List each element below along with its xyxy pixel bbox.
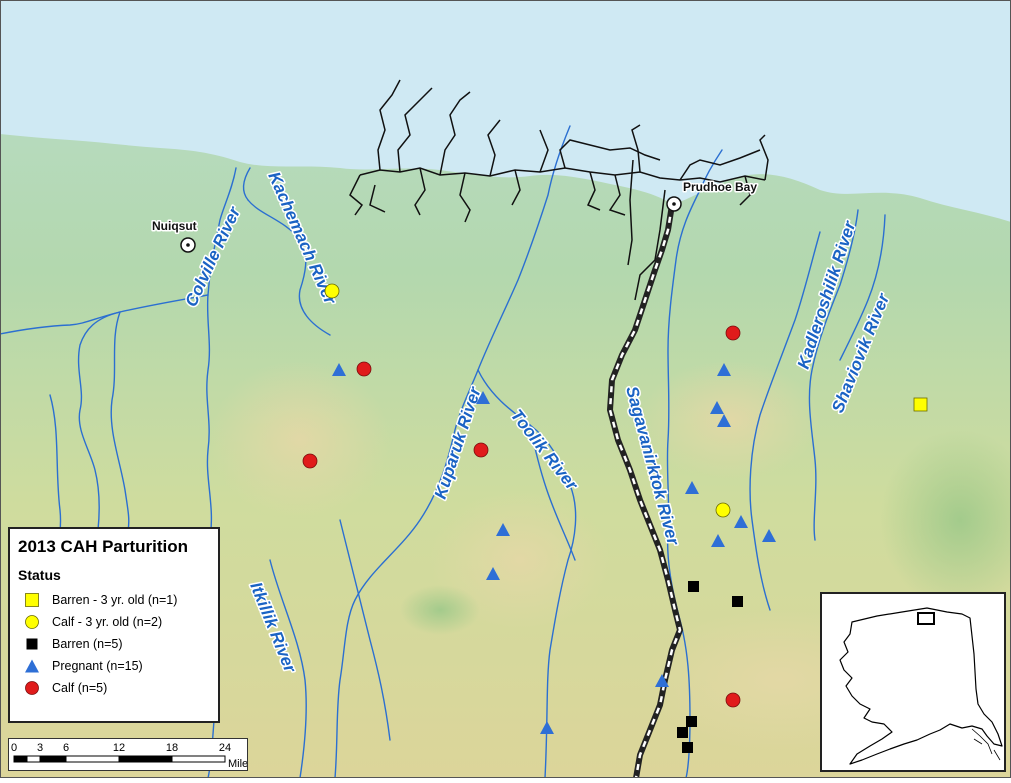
legend-item-label: Calf (n=5)	[52, 681, 108, 695]
legend-item-label: Calf - 3 yr. old (n=2)	[52, 615, 163, 629]
map-legend: 2013 CAH Parturition Status Barren - 3 y…	[8, 527, 220, 723]
scale-tick-label: 0	[11, 742, 17, 754]
point-calf-3yr[interactable]	[324, 283, 340, 299]
point-calf[interactable]	[302, 453, 318, 469]
yellow-square-icon	[18, 592, 46, 608]
yellow-circle-icon	[18, 614, 46, 630]
point-calf-3yr[interactable]	[715, 502, 731, 518]
point-pregnant[interactable]	[476, 391, 490, 404]
town-label-nuiqsut: Nuiqsut	[152, 219, 197, 233]
legend-item: Barren (n=5)	[18, 633, 210, 655]
terrain-shading	[640, 360, 820, 480]
pipeline-center	[608, 204, 682, 779]
ocean	[0, 0, 1011, 222]
point-pregnant[interactable]	[762, 529, 776, 542]
point-pregnant[interactable]	[710, 401, 724, 414]
study-area-box	[917, 612, 935, 625]
inset-locator-map	[820, 592, 1006, 772]
observation-points	[302, 283, 928, 753]
point-barren[interactable]	[677, 727, 688, 738]
point-calf[interactable]	[725, 325, 741, 341]
legend-item-label: Barren (n=5)	[52, 637, 123, 651]
point-pregnant[interactable]	[486, 567, 500, 580]
legend-item-label: Pregnant (n=15)	[52, 659, 143, 673]
point-pregnant[interactable]	[717, 363, 731, 376]
oilfield-roads	[349, 79, 769, 301]
blue-triangle-icon	[18, 658, 46, 674]
point-pregnant[interactable]	[332, 363, 346, 376]
star-in-circle-icon	[186, 243, 190, 247]
legend-item: Calf (n=5)	[18, 677, 210, 699]
river-network	[0, 125, 886, 779]
point-pregnant[interactable]	[655, 674, 669, 687]
point-calf[interactable]	[725, 692, 741, 708]
point-calf[interactable]	[356, 361, 372, 377]
point-barren[interactable]	[682, 742, 693, 753]
black-square-icon	[18, 636, 46, 652]
scale-tick-label: 24	[219, 742, 231, 754]
scale-segments	[13, 755, 226, 763]
legend-item: Barren - 3 yr. old (n=1)	[18, 589, 210, 611]
scale-tick-label: 18	[166, 742, 178, 754]
scale-bar: 0 3 6 12 18 24 Miles	[8, 738, 254, 771]
legend-title: 2013 CAH Parturition	[18, 537, 189, 556]
scale-unit: Miles	[228, 758, 247, 770]
legend-item-label: Barren - 3 yr. old (n=1)	[52, 593, 178, 607]
scale-tick-label: 3	[37, 742, 43, 754]
point-pregnant[interactable]	[685, 481, 699, 494]
terrain-shading	[430, 490, 610, 630]
terrain-shading	[400, 585, 480, 635]
scale-tick-label: 6	[63, 742, 69, 754]
terrain-shading	[880, 430, 1011, 610]
point-pregnant[interactable]	[540, 721, 554, 734]
point-barren-3yr[interactable]	[913, 397, 928, 412]
red-circle-icon	[18, 680, 46, 696]
point-calf[interactable]	[473, 442, 489, 458]
star-in-circle-icon	[672, 202, 676, 206]
legend-item: Calf - 3 yr. old (n=2)	[18, 611, 210, 633]
terrain-shading	[210, 360, 390, 520]
legend-subtitle: Status	[18, 567, 61, 583]
alaska-islands	[971, 728, 1001, 761]
point-pregnant[interactable]	[717, 414, 731, 427]
legend-item: Pregnant (n=15)	[18, 655, 210, 677]
alaska-outline	[839, 607, 1003, 765]
town-label-prudhoe-bay: Prudhoe Bay	[683, 180, 757, 194]
town-prudhoe-bay: Prudhoe Bay	[666, 179, 759, 212]
point-barren[interactable]	[732, 596, 743, 607]
point-pregnant[interactable]	[711, 534, 725, 547]
scale-tick-label: 12	[113, 742, 125, 754]
point-barren[interactable]	[686, 716, 697, 727]
point-pregnant[interactable]	[734, 515, 748, 528]
town-nuiqsut: Nuiqsut	[151, 218, 198, 253]
point-pregnant[interactable]	[496, 523, 510, 536]
point-barren[interactable]	[688, 581, 699, 592]
